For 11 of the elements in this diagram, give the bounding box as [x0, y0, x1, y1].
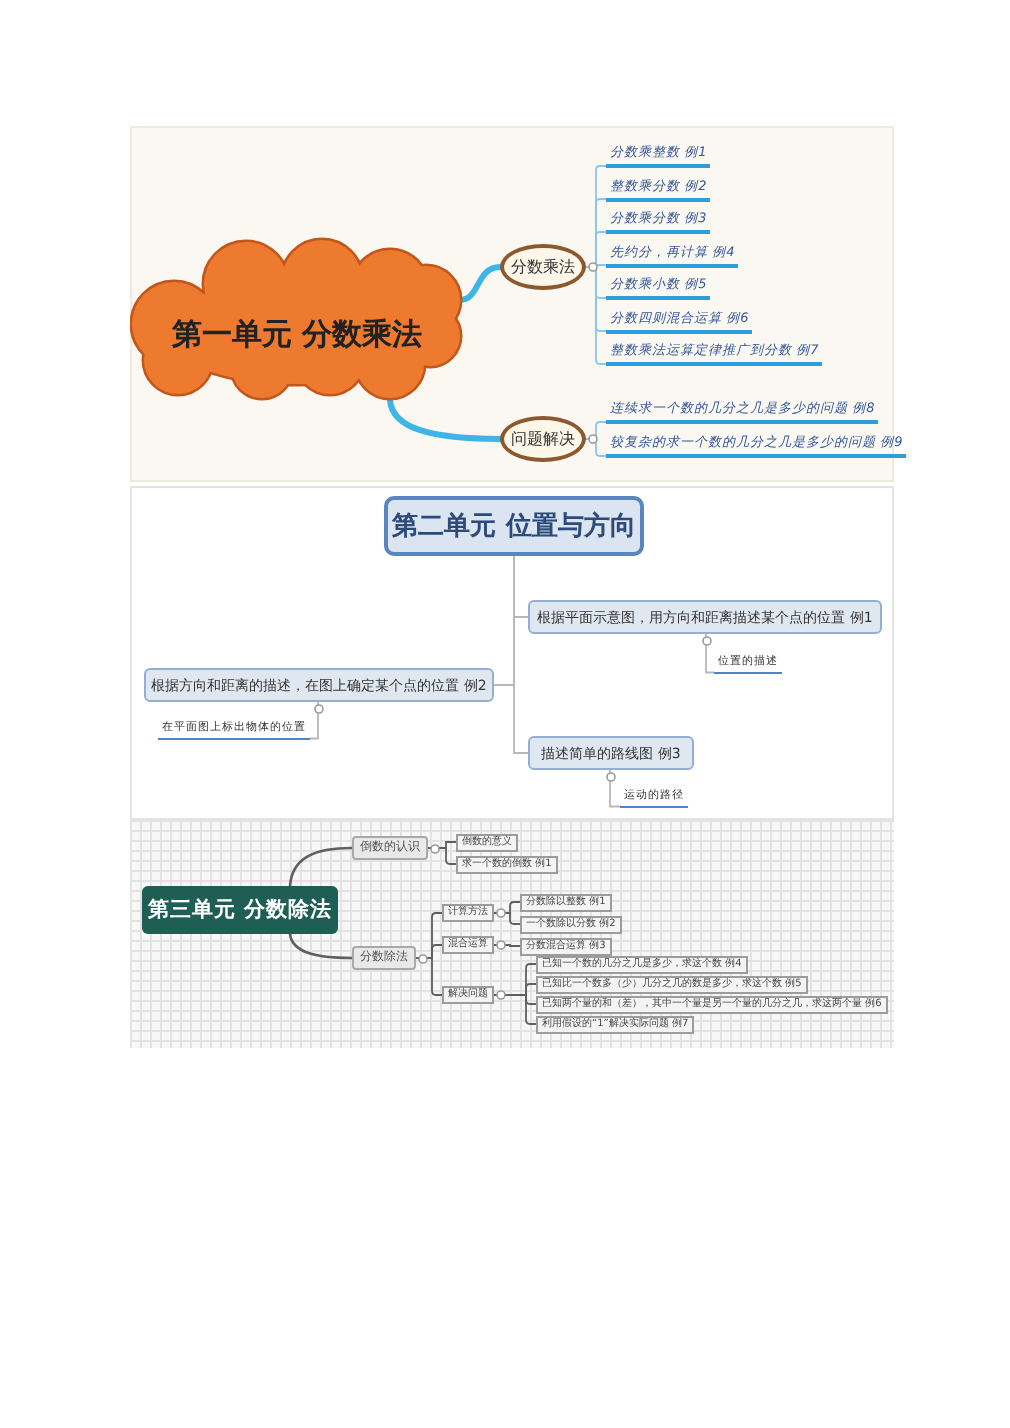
connector-line [309, 701, 319, 740]
connector-line [513, 555, 529, 754]
title-box: 第三单元 分数除法 [142, 886, 338, 934]
branch-curve [457, 264, 503, 303]
connector-line [609, 769, 621, 808]
connector-line [493, 944, 521, 947]
branch-curve [288, 846, 354, 888]
branch-curve [288, 932, 354, 960]
title-box: 第二单元 位置与方向 [384, 496, 644, 556]
branch-curve [387, 397, 503, 442]
connector-line [705, 633, 715, 674]
